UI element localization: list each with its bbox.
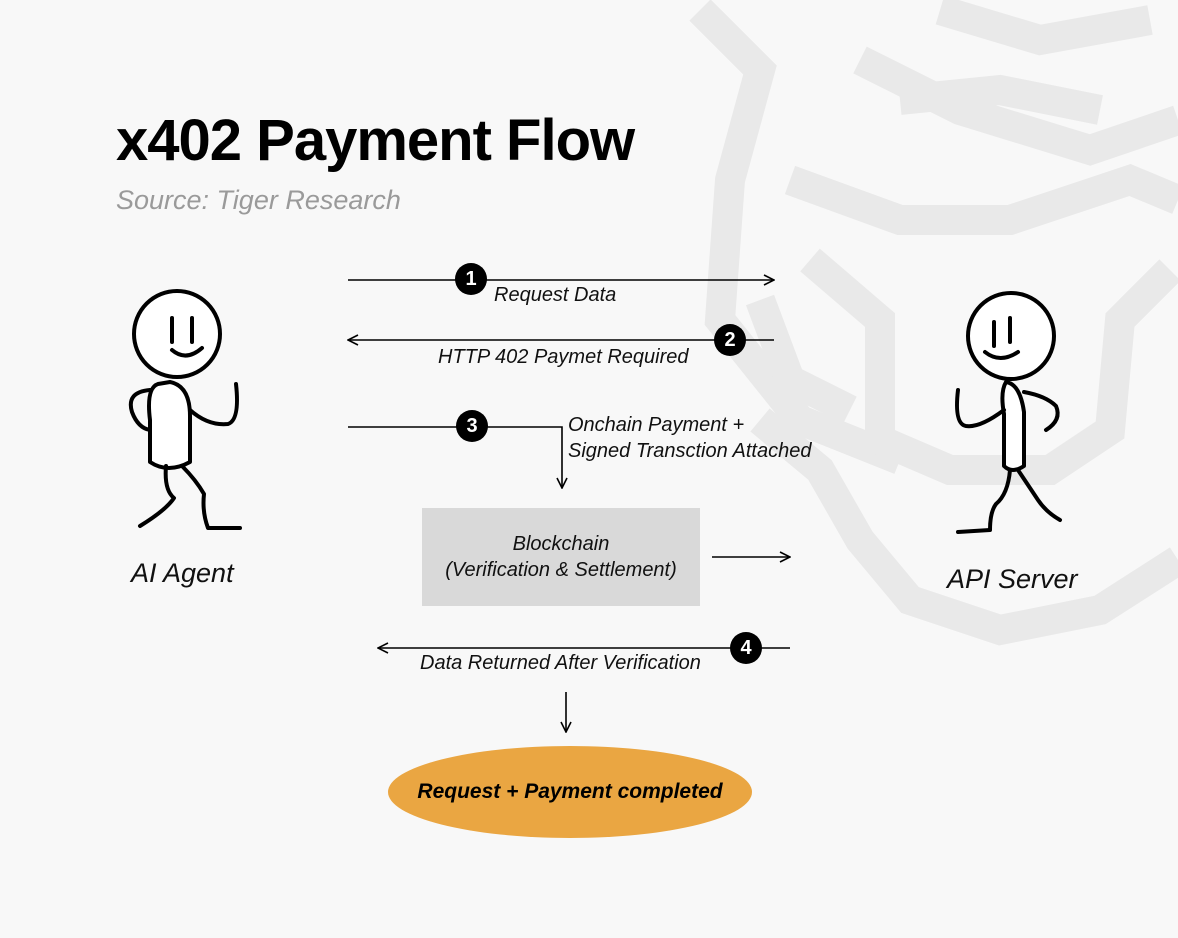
result-ellipse: Request + Payment completed (388, 746, 752, 838)
step-4-label: Data Returned After Verification (420, 652, 701, 674)
result-label: Request + Payment completed (417, 780, 723, 803)
step-1-label: Request Data (494, 284, 617, 306)
arrows (348, 280, 790, 732)
step-4-badge: 4 (730, 632, 762, 664)
blockchain-subtitle: (Verification & Settlement) (445, 559, 677, 581)
step-3-label-line2: Signed Transction Attached (568, 440, 812, 462)
api-server-label: API Server (947, 564, 1078, 594)
blockchain-box: Blockchain (Verification & Settlement) (422, 508, 700, 606)
ai-agent-figure (128, 289, 242, 530)
step-3-badge: 3 (456, 410, 488, 442)
page-title: x402 Payment Flow (116, 108, 635, 173)
blockchain-title: Blockchain (512, 533, 610, 555)
step-3-label-line1: Onchain Payment + (568, 414, 745, 436)
step3-arrow (348, 426, 562, 488)
api-server-figure (955, 291, 1062, 534)
step-2-badge: 2 (714, 324, 746, 356)
step-1-badge: 1 (455, 263, 487, 295)
step-2-label: HTTP 402 Paymet Required (438, 346, 689, 368)
source-caption: Source: Tiger Research (116, 185, 401, 215)
ai-agent-label: AI Agent (131, 558, 234, 588)
